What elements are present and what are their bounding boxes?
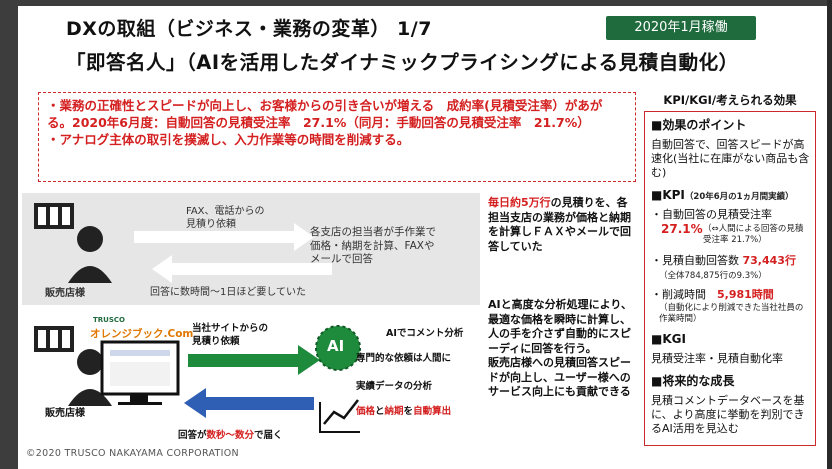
- store-icon-new: [34, 326, 112, 406]
- kpi-2-value: 73,443行: [742, 254, 796, 267]
- old-reply-label: 回答に数時間～1日ほど要していた: [150, 287, 307, 298]
- kpi-2-label: ・見積自動回答数: [651, 254, 739, 267]
- old-flow-graphics: [34, 203, 332, 283]
- kpi-period: （20年6月の1ヵ月間実績）: [684, 192, 794, 202]
- growth-chart-icon: [319, 399, 360, 433]
- store-label-new: 販売店様: [45, 408, 85, 419]
- future-heading: ■将来的な成長: [651, 374, 735, 388]
- kpi-heading-text: ■KPI: [651, 188, 685, 202]
- new-flow-graphics: [34, 325, 361, 433]
- kpi-2: ・見積自動回答数 73,443行: [651, 254, 796, 268]
- ai-comment-label: AIでコメント分析: [386, 328, 464, 339]
- store-label-old: 販売店様: [45, 288, 85, 299]
- kpi-header: KPI/KGI/考えられる効果: [663, 93, 797, 107]
- copyright: ©2020 TRUSCO NAKAYAMA CORPORATION: [26, 448, 239, 459]
- reply-suffix: で届く: [254, 430, 283, 441]
- kpi-3-value: 5,981時間: [717, 288, 774, 301]
- auto-calc-auto: 自動算出: [413, 406, 452, 417]
- left-frame: [0, 0, 18, 469]
- middle-note-old-text: の見積りを、各担当支店の業務が価格と納期を計算しＦＡＸやメールで回答していた: [488, 196, 631, 253]
- summary-line-2: ・アナログ主体の取引を撲滅し、入力作業等の時間を削減する。: [47, 132, 410, 147]
- auto-calc-label: 価格と納期を自動算出: [356, 403, 451, 417]
- kpi-1-note: （⇔人間による回答の見積受注率 21.7%）: [703, 224, 804, 245]
- lines-per-day: 毎日約5万行: [488, 196, 551, 209]
- kgi-body: 見積受注率・見積自動化率: [651, 352, 783, 365]
- brand-logo: オレンジブック.Com: [90, 328, 194, 340]
- brand-small: TRUSCO: [93, 316, 125, 324]
- page-subtitle: 「即答名人」（AIを活用したダイナミックプライシングによる見積自動化）: [66, 51, 739, 74]
- kpi-1-value: 27.1%: [661, 222, 703, 236]
- summary-line-1: ・業務の正確性とスピードが向上し、お客様からの引き合いが増える 成約率(見積受注…: [47, 98, 603, 130]
- kpi-3-label: ・削減時間: [651, 288, 706, 301]
- effect-body: 自動回答で、回答スピードが高速化(当社に在庫がない商品も含む): [651, 138, 810, 179]
- kgi-heading: ■KGI: [651, 332, 686, 346]
- summary-box: ・業務の正確性とスピードが向上し、お客様からの引き合いが増える 成約率(見積受注…: [38, 92, 636, 182]
- monitor-icon: [100, 340, 180, 405]
- middle-note-new: AIと高度な分析処理により、最適な価格を瞬時に計算し、人の手を介さず自動的にスピ…: [488, 298, 632, 398]
- auto-calc-price: 価格: [356, 406, 376, 417]
- kpi-heading: ■KPI（20年6月の1ヵ月間実績）: [651, 188, 794, 204]
- future-body: 見積コメントデータベースを基に、より高度に挙動を判別できるAI活用を見込む: [651, 394, 805, 435]
- auto-calc-wo: を: [403, 406, 414, 417]
- old-flow-panel: [22, 193, 480, 305]
- old-request-label: FAX、電話からの 見積り依頼: [186, 206, 265, 230]
- reply-arrow-icon: [152, 255, 332, 283]
- reply-time: 数秒～数分: [206, 430, 255, 441]
- auto-calc-and: と: [375, 406, 385, 417]
- green-arrow-icon: [188, 345, 320, 375]
- actual-data-label: 実績データの分析: [356, 381, 433, 392]
- middle-note-old: 毎日約5万行の見積りを、各担当支店の業務が価格と納期を計算しＦＡＸやメールで回答…: [488, 196, 638, 254]
- ai-label: AI: [327, 337, 345, 355]
- specialist-label: 専門的な依頼は人間に: [356, 353, 452, 364]
- effect-heading: ■効果のポイント: [651, 118, 747, 132]
- reply-prefix: 回答が: [178, 430, 207, 441]
- new-reply-label: 回答が数秒～数分で届く: [178, 427, 283, 441]
- kpi-2-note: （全体784,875行の9.3%）: [659, 271, 767, 281]
- kpi-1: ・自動回答の見積受注率: [651, 208, 772, 221]
- old-process-desc: 各支店の担当者が手作業で 価格・納期を計算、FAXや メールで回答: [310, 226, 436, 265]
- page-title: DXの取組（ビジネス・業務の変革） 1/7: [66, 18, 432, 40]
- auto-calc-delivery: 納期: [384, 406, 404, 417]
- store-icon: [34, 203, 112, 283]
- right-frame: [827, 0, 832, 469]
- blue-arrow-icon: [184, 388, 314, 418]
- launch-badge: 2020年1月稼働: [606, 16, 756, 40]
- kpi-3-note: （自動化により削減できた当社社員の作業時間）: [659, 303, 804, 324]
- ai-brain-icon: [315, 325, 361, 371]
- top-frame: [0, 0, 832, 6]
- new-request-label: 当社サイトからの 見積り依頼: [192, 323, 269, 347]
- kpi-panel: ■効果のポイント 自動回答で、回答スピードが高速化(当社に在庫がない商品も含む)…: [644, 111, 816, 446]
- kpi-3: ・削減時間 5,981時間: [651, 288, 774, 302]
- request-arrow-icon: [134, 223, 314, 251]
